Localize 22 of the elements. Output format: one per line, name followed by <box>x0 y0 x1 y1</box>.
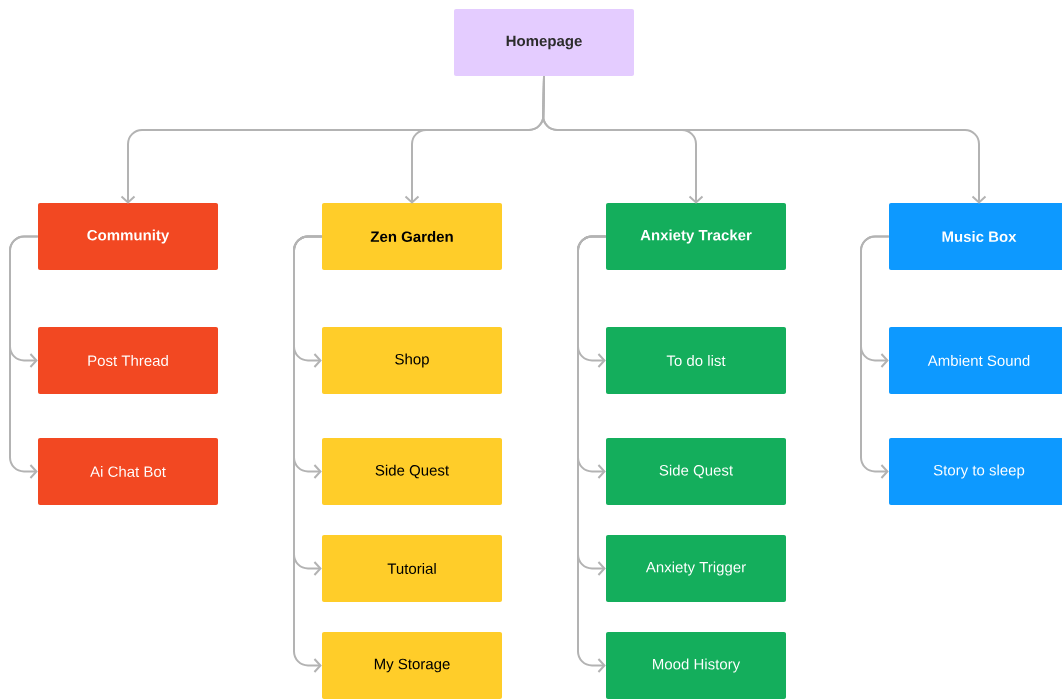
feature-box: Anxiety Trigger <box>606 535 786 602</box>
feature-box: Tutorial <box>322 535 502 602</box>
feature-box: My Storage <box>322 632 502 699</box>
section-box: Zen Garden <box>322 203 502 270</box>
feature-box: Post Thread <box>38 327 218 394</box>
feature-box: Shop <box>322 327 502 394</box>
section-box: Community <box>38 203 218 270</box>
feature-box: Story to sleep <box>889 438 1062 505</box>
section-box: Anxiety Tracker <box>606 203 786 270</box>
arrow <box>9 235 39 479</box>
arrow <box>293 235 323 673</box>
feature-box: Ambient Sound <box>889 327 1062 394</box>
section-box: Music Box <box>889 203 1062 270</box>
feature-box: Side Quest <box>322 438 502 505</box>
feature-box: Mood History <box>606 632 786 699</box>
page-box: Homepage <box>454 9 634 76</box>
feature-box: Side Quest <box>606 438 786 505</box>
feature-box: Ai Chat Bot <box>38 438 218 505</box>
arrow <box>577 235 607 673</box>
arrow <box>542 75 987 204</box>
feature-box: To do list <box>606 327 786 394</box>
arrow <box>860 235 890 479</box>
